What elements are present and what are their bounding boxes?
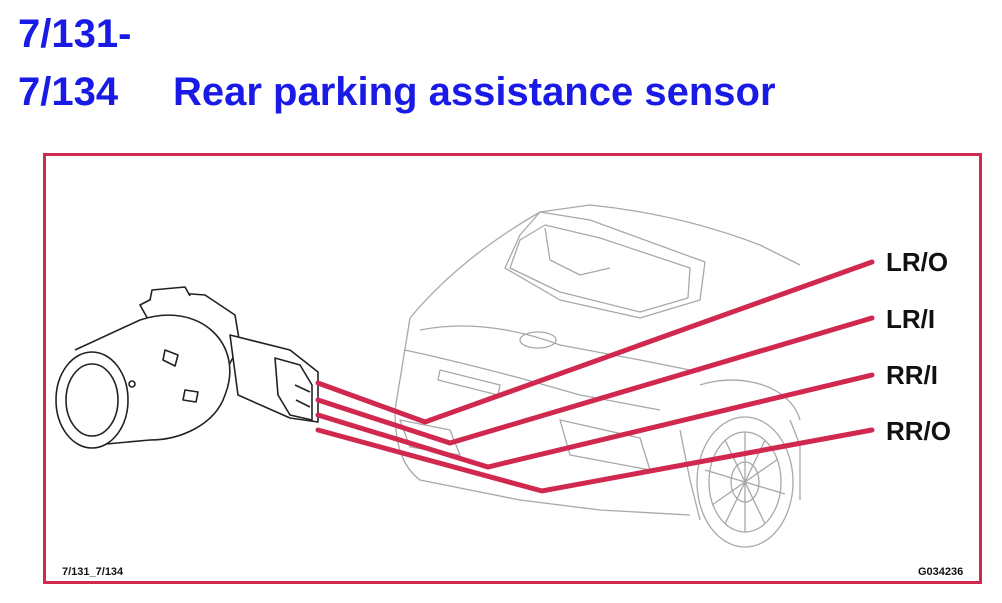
footer-left-code: 7/131_7/134	[62, 566, 124, 578]
callout-lr-i: LR/I	[886, 304, 936, 334]
sensor-illustration	[55, 286, 319, 449]
leader-line-lr-o	[315, 259, 875, 425]
footer-right-code: G034236	[918, 566, 964, 578]
leader-lines	[315, 259, 875, 494]
title-line-2: 7/134 Rear parking assistance sensor	[18, 70, 776, 114]
title-line-1: 7/131-	[18, 12, 132, 56]
callout-rr-i: RR/I	[886, 360, 938, 390]
title-code: 7/134	[18, 70, 119, 114]
title-text: Rear parking assistance sensor	[173, 70, 776, 114]
callout-rr-o: RR/O	[886, 416, 951, 446]
diagram-frame	[43, 153, 982, 584]
leader-line-rr-o	[315, 427, 875, 494]
car-illustration	[394, 204, 801, 548]
callout-lr-o: LR/O	[886, 247, 949, 277]
leader-line-lr-i	[315, 315, 875, 446]
leader-line-rr-i	[315, 372, 875, 470]
